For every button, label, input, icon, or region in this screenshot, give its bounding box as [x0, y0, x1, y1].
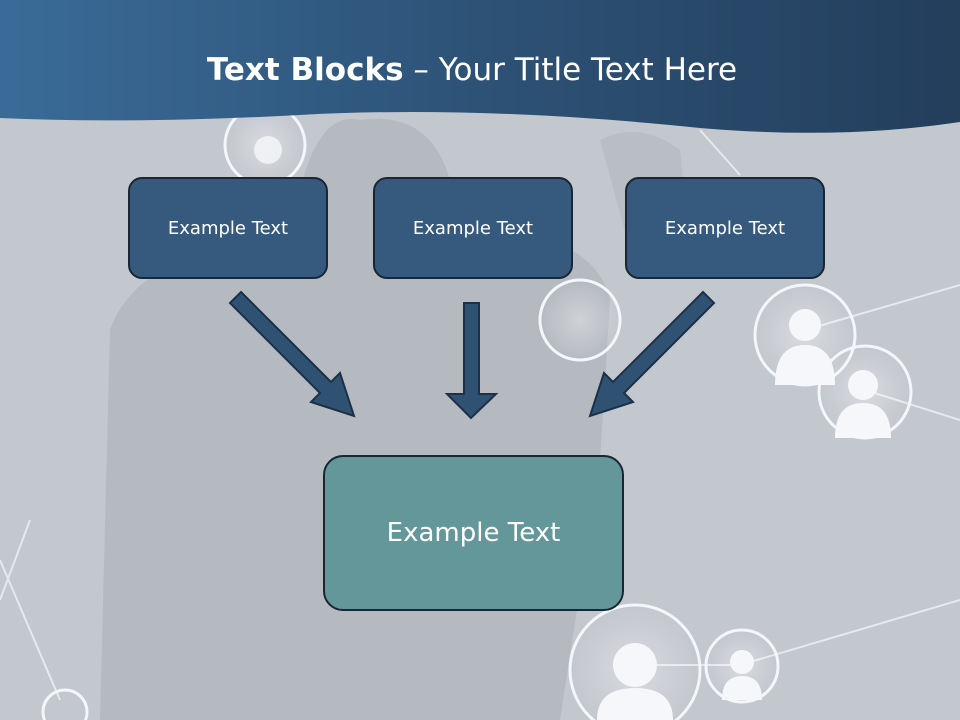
text-block-2[interactable]: Example Text	[373, 177, 573, 279]
title-bold: Text Blocks	[206, 52, 404, 88]
text-block-1-label: Example Text	[167, 217, 289, 239]
title-rest: Your Title Text Here	[438, 52, 738, 88]
text-block-1[interactable]: Example Text	[128, 177, 328, 279]
slide-title: Text Blocks – Your Title Text Here	[0, 52, 944, 88]
person-icon	[254, 136, 891, 720]
text-block-2-label: Example Text	[412, 217, 534, 239]
result-text-block[interactable]: Example Text	[323, 455, 624, 611]
result-text-block-label: Example Text	[386, 518, 561, 548]
header-band	[0, 0, 960, 133]
title-dash: –	[413, 52, 429, 88]
text-block-3[interactable]: Example Text	[625, 177, 825, 279]
text-block-3-label: Example Text	[664, 217, 786, 239]
